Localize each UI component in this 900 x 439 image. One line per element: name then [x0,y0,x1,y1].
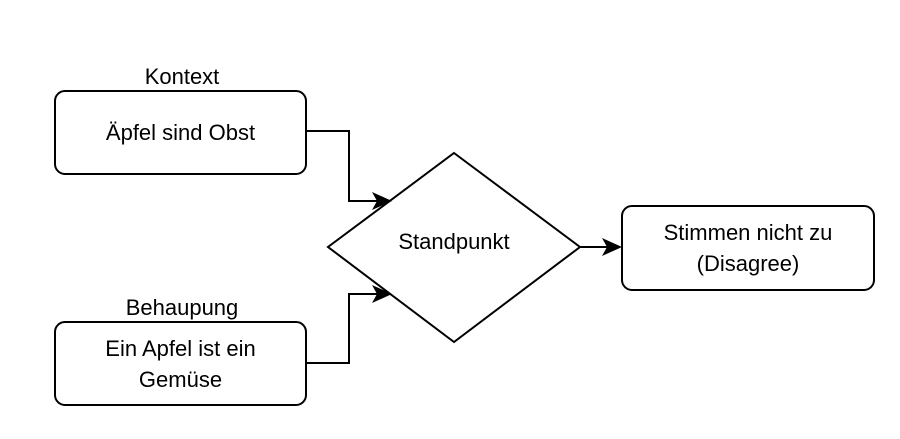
result-box: Stimmen nicht zu (Disagree) [621,205,875,291]
connector-claim-to-decision [307,293,378,364]
arrowhead-claim [372,285,392,303]
result-text-line-1: Stimmen nicht zu [663,220,833,245]
context-label: Kontext [144,64,220,89]
arrowhead-result [602,238,622,256]
decision-text: Standpunkt [398,229,510,254]
context-box: Äpfel sind Obst [54,90,307,175]
claim-box: Ein Apfel ist ein Gemüse [54,321,307,406]
claim-text-line-1: Ein Apfel ist ein [105,335,256,361]
claim-label: Behaupung [125,295,239,320]
claim-text-line-2: Gemüse [138,366,223,392]
connector-context-to-decision [307,130,378,202]
result-text-line-2: (Disagree) [696,251,800,276]
decision-diamond [326,151,582,344]
context-text: Äpfel sind Obst [105,120,256,145]
arrowhead-context [372,192,392,210]
